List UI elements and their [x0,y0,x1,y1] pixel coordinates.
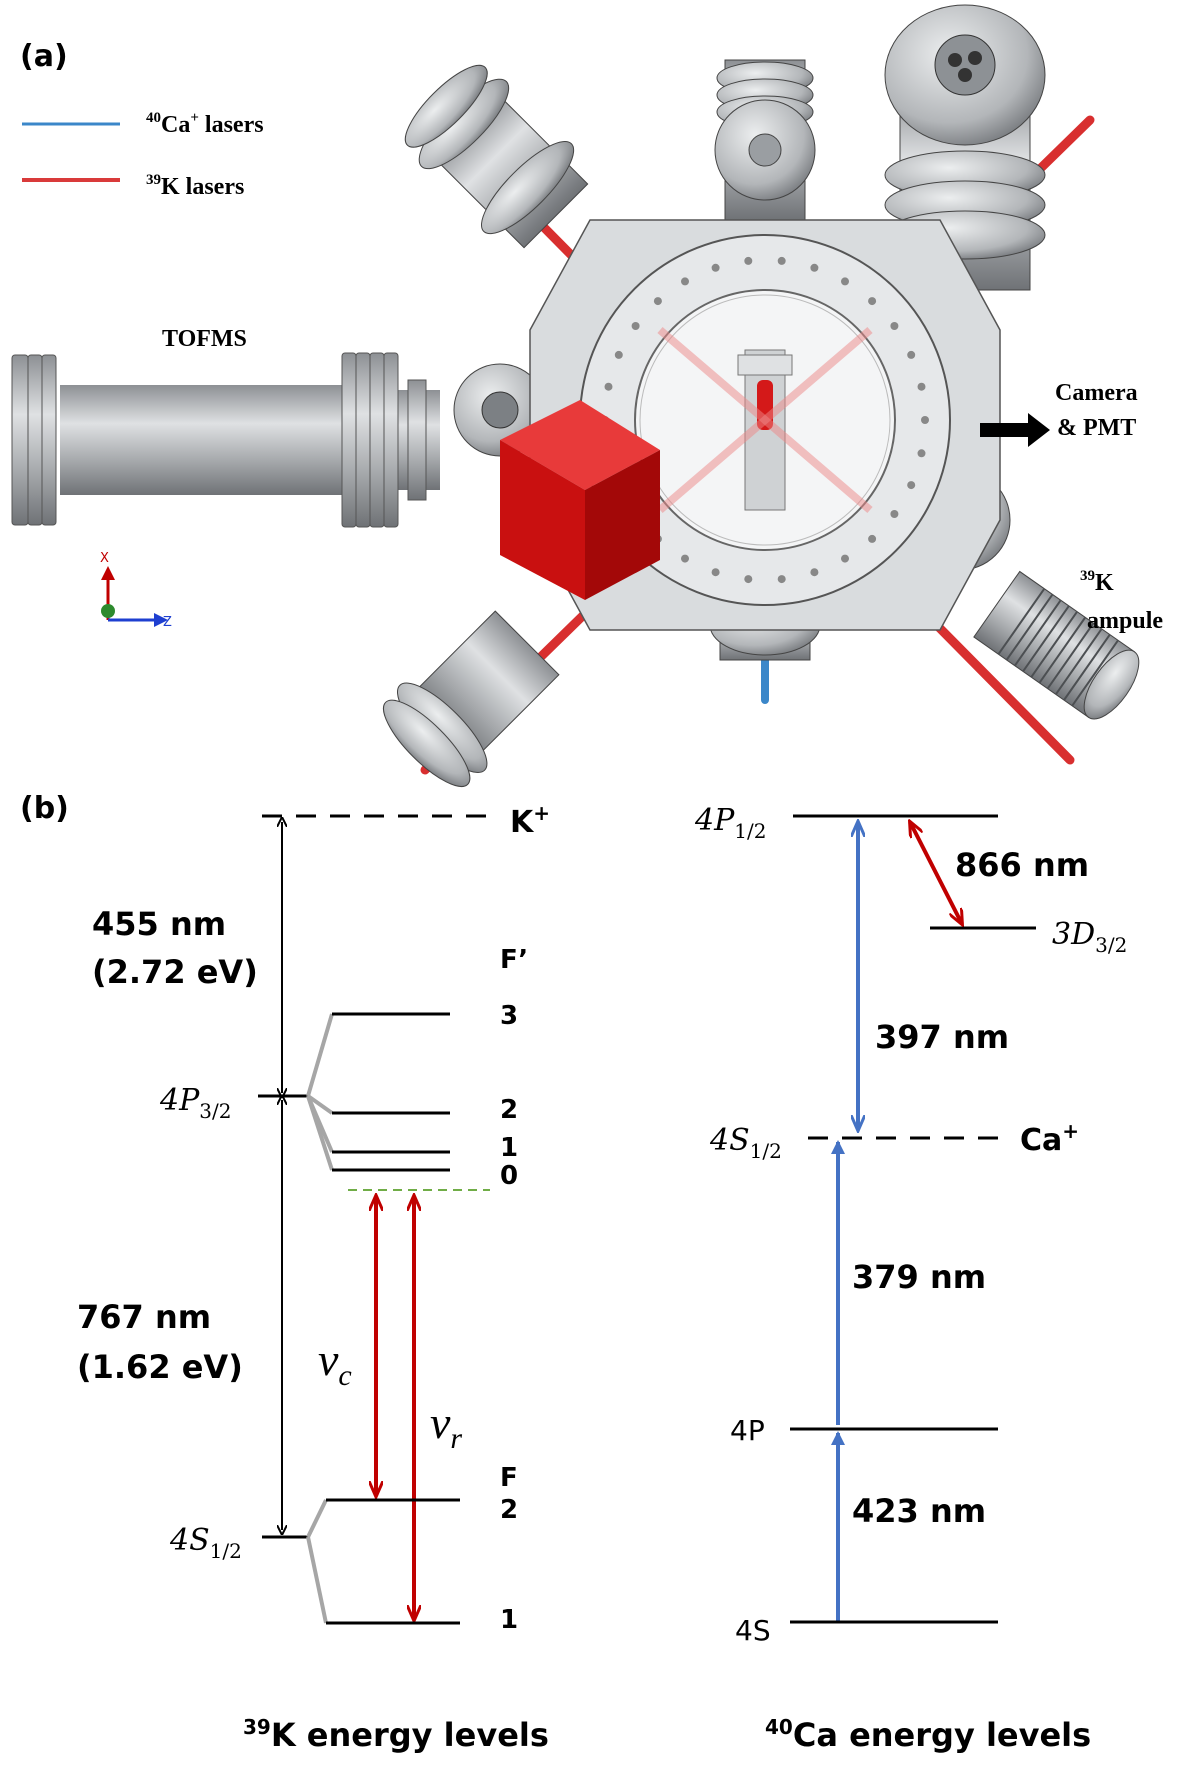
k-caption: 39K energy levels [243,1715,549,1754]
bolt-hole [868,297,877,306]
bolt-hole [681,554,689,563]
ca-s12-label: 4S1/2 [709,1123,782,1163]
ca-379-label: 379 nm [852,1258,986,1296]
panel-b: (b) K+ 455 nm (2.72 eV) 4P3/2 [20,791,1127,1754]
panel-b-label: (b) [20,791,69,826]
bolt-hole [777,575,786,584]
camera-arrow [980,413,1050,447]
bolt-hole [810,568,819,577]
bolt-hole [907,350,916,359]
panel-a: (a) 40Ca+ lasers 39K lasers TOFMS [11,4,1163,787]
k-ionization-ev: (2.72 eV) [92,953,258,991]
tofms-tube [11,352,440,528]
bolt-hole [744,256,753,265]
ca-397-label: 397 nm [875,1018,1009,1056]
ca-4s-label: 4S [735,1614,771,1647]
axis-x-label: X [100,551,109,566]
ca-energy-diagram: 4P1/2 3D3/2 866 nm 397 nm 4S1/2 Ca+ 379 … [694,803,1127,1754]
bolt-hole [890,510,899,518]
bolt-hole [711,568,720,577]
red-block [500,400,660,600]
bolt-hole [614,350,623,359]
bolt-hole [917,449,926,458]
tofms-label: TOFMS [162,326,247,352]
k-f-label-1: 1 [500,1605,518,1635]
bolt-hole [744,575,753,584]
k-fprime-label-0: 0 [500,1161,518,1191]
camera-label-line1: Camera [1055,380,1138,406]
bolt-hole [631,322,640,330]
k-nu-r: νr [430,1397,462,1455]
ca-866-arrow [910,822,962,924]
k-hyperfine-connectors-p [306,1013,334,1171]
k-ion-label: K+ [510,801,550,840]
ca-423-label: 423 nm [852,1492,986,1530]
bolt-hole [890,322,899,330]
k-4s12-label: 4S1/2 [169,1523,242,1563]
k-d2-ev: (1.62 eV) [77,1348,243,1386]
k-4p32-label: 4P3/2 [159,1083,231,1123]
ca-866-label: 866 nm [955,846,1089,884]
panel-a-label: (a) [20,39,68,74]
k-nu-c: νc [318,1334,352,1392]
ca-caption: 40Ca energy levels [765,1715,1091,1754]
k-fprime-label-1: 1 [500,1133,518,1163]
k-fprime-header: F’ [500,945,528,975]
k-d2-nm: 767 nm [77,1298,211,1336]
camera-label-line2: & PMT [1057,415,1136,441]
k-energy-diagram: K+ 455 nm (2.72 eV) 4P3/2 F’ 3 2 1 0 [77,801,550,1754]
ca-4p12-label: 4P1/2 [694,803,766,843]
bolt-hole [777,256,786,265]
bolt-hole [711,263,720,272]
legend: 40Ca+ lasers 39K lasers [22,110,264,200]
bolt-hole [841,554,849,563]
bolt-hole [917,382,926,391]
ca-3d32-label: 3D3/2 [1052,917,1127,957]
legend-label-k: 39K lasers [146,172,244,200]
bolt-hole [907,481,916,490]
k-fprime-label-2: 2 [500,1095,518,1125]
k-f-label-2: 2 [500,1495,518,1525]
k-hyperfine-connectors-s [306,1499,328,1624]
bolt-hole [604,382,613,391]
k-fprime-label-3: 3 [500,1001,518,1031]
k-ionization-nm: 455 nm [92,905,226,943]
bolt-hole [841,277,849,286]
bolt-hole [681,277,689,286]
k-f-header: F [500,1463,518,1493]
bolt-hole [868,534,877,543]
axis-z-label: Z [163,615,172,630]
ca-4p-label: 4P [730,1414,765,1447]
bolt-hole [921,416,929,424]
ampule-label-line1: 39K [1080,568,1114,596]
bolt-hole [653,297,662,306]
legend-label-ca: 40Ca+ lasers [146,110,264,138]
ca-ion-label: Ca+ [1020,1119,1079,1158]
axis-triad: X Z [100,551,172,630]
ampule-label-line2: ampule [1087,608,1163,634]
bolt-hole [810,263,819,272]
